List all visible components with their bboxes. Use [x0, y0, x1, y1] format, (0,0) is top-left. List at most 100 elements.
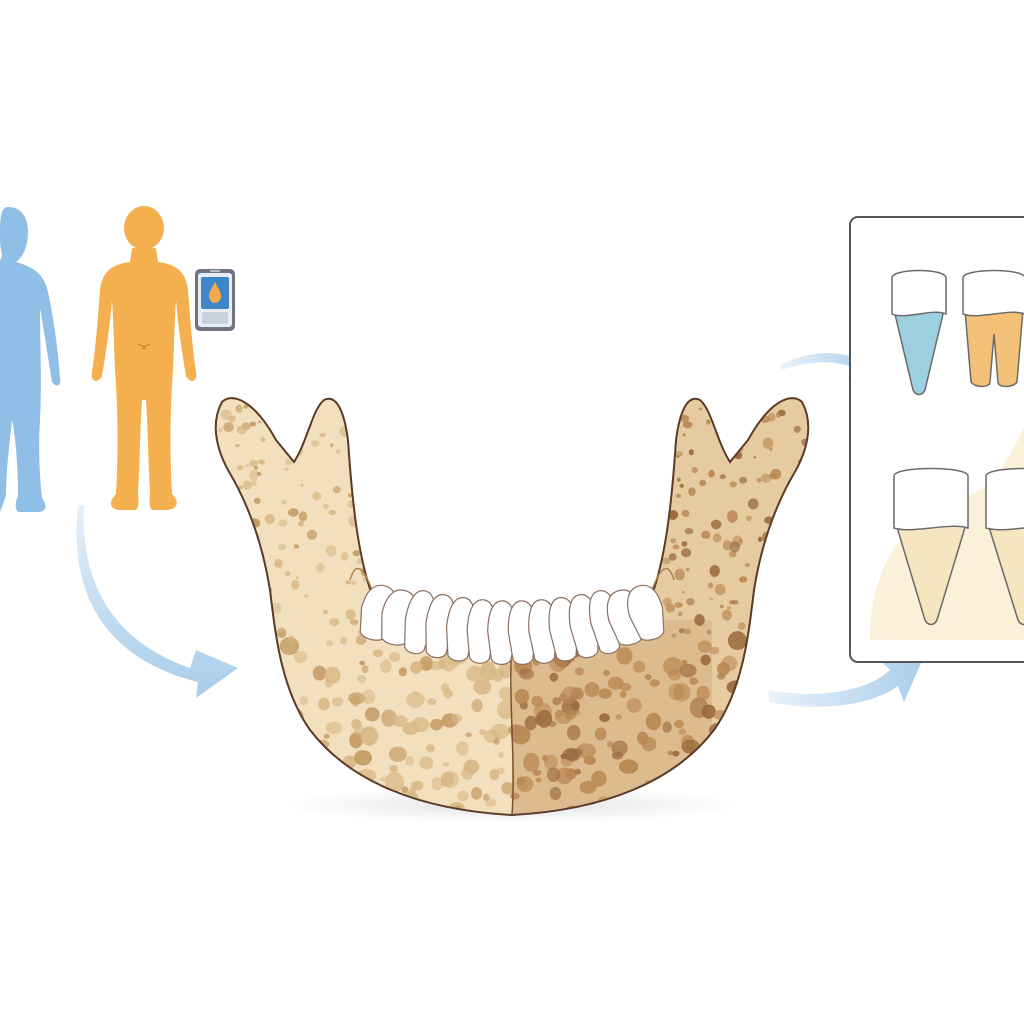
bone-pore [561, 550, 570, 560]
bone-pore [402, 722, 419, 735]
bone-pore [218, 539, 223, 544]
bone-pore [567, 537, 573, 544]
bone-pore [720, 722, 727, 727]
bone-pore [681, 509, 690, 517]
bone-pore [497, 430, 507, 438]
bone-pore [259, 398, 270, 408]
bone-pore [245, 773, 259, 788]
bone-pore [293, 544, 300, 549]
bone-pore [578, 511, 583, 517]
bone-pore [465, 732, 472, 738]
bone-pore [746, 745, 753, 751]
bone-pore [350, 580, 357, 586]
bone-pore [359, 660, 365, 666]
bone-pore [668, 553, 677, 561]
curved-arrow-icon [76, 505, 239, 698]
bone-pore [377, 471, 387, 481]
bone-pore [605, 452, 612, 459]
bone-pore [700, 654, 711, 666]
bone-pore [726, 606, 732, 610]
bone-pore [382, 458, 390, 465]
bone-pore [769, 447, 773, 451]
bone-pore [340, 637, 347, 645]
bone-pore [430, 468, 439, 475]
bone-pore [281, 499, 288, 505]
bone-pore [392, 538, 402, 550]
bone-pore [484, 417, 493, 425]
bone-pore [681, 548, 692, 558]
bone-pore [794, 673, 809, 688]
bone-pore [573, 492, 580, 497]
bone-pore [689, 677, 699, 685]
bone-pore [558, 479, 562, 483]
bone-pore [217, 466, 224, 473]
bone-pore [607, 398, 617, 406]
bone-pore [247, 582, 251, 585]
bone-pore [447, 420, 456, 427]
bone-pore [645, 674, 652, 681]
bone-pore [539, 479, 545, 485]
bone-pore [580, 574, 588, 580]
bone-pore [484, 555, 495, 564]
bone-pore [335, 448, 341, 454]
bone-pore [773, 623, 778, 628]
bone-pore [637, 517, 645, 524]
bone-pore [682, 421, 693, 429]
bone-pore [245, 580, 256, 589]
bone-pore [239, 544, 244, 548]
bone-pore [739, 750, 753, 762]
bone-pore [347, 756, 355, 763]
bone-pore [681, 590, 685, 594]
bone-pore [668, 510, 679, 520]
bone-pore [367, 507, 375, 514]
bone-pore [746, 515, 752, 522]
bone-pore [252, 655, 262, 666]
bone-pore [298, 511, 308, 522]
bone-pore [563, 398, 567, 403]
bone-pore [323, 503, 329, 510]
bone-pore [531, 579, 539, 587]
bone-pore [360, 457, 370, 465]
bone-pore [571, 571, 579, 580]
bone-pore [242, 480, 252, 490]
bone-pore [607, 676, 624, 690]
bone-pore [388, 477, 396, 483]
bone-pore [221, 476, 232, 484]
bone-pore [477, 508, 481, 511]
bone-pore [515, 488, 523, 495]
bone-pore [760, 646, 777, 664]
bone-pore [512, 588, 519, 595]
bone-pore [582, 569, 591, 575]
bone-pore [374, 534, 379, 540]
bone-pore [682, 783, 698, 795]
bone-pore [354, 750, 372, 766]
bone-pore [671, 633, 677, 638]
bone-pore [688, 487, 696, 496]
bone-pore [550, 521, 558, 527]
bone-pore [398, 667, 407, 677]
bone-pore [236, 464, 244, 471]
bone-pore [299, 696, 308, 706]
bone-pore [479, 729, 486, 736]
bone-pore [396, 493, 406, 504]
bone-pore [357, 520, 362, 524]
bone-pore [782, 672, 788, 678]
bone-pore [374, 447, 380, 452]
bone-pore [674, 719, 684, 729]
bone-pore [220, 485, 226, 492]
bone-pore [243, 541, 253, 548]
bone-pore [746, 416, 752, 423]
bone-pore [243, 696, 262, 709]
bone-pore [457, 471, 463, 477]
bone-pore [415, 405, 426, 413]
bone-pore [237, 639, 249, 650]
bone-pore [561, 416, 570, 424]
bone-pore [613, 471, 621, 477]
bone-pore [310, 758, 327, 772]
bone-pore [308, 772, 320, 784]
bone-pore [228, 415, 236, 423]
bone-pore [379, 485, 387, 494]
bone-pore [672, 750, 680, 757]
bone-pore [761, 579, 766, 584]
bone-pore [442, 511, 451, 521]
